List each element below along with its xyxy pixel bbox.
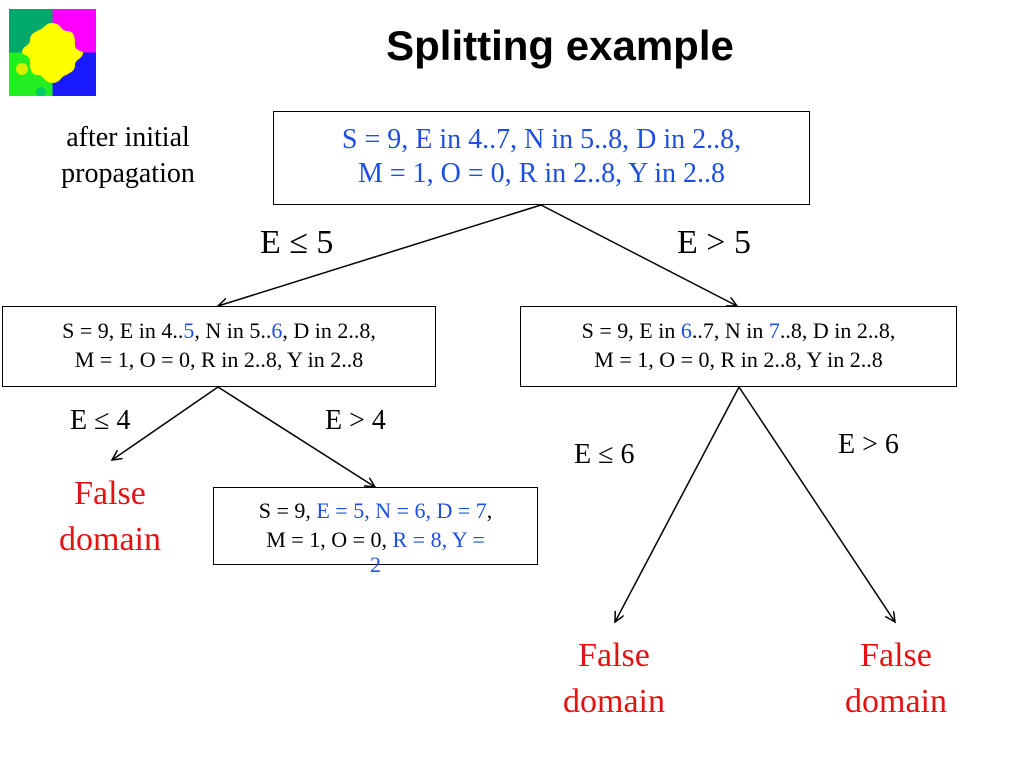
slide-title: Splitting example — [386, 22, 734, 69]
right-node-highlight-n: 7 — [768, 318, 780, 343]
left-node-line2: M = 1, O = 0, R in 2..8, Y in 2..8 — [74, 347, 364, 372]
edge-right-left — [615, 386, 740, 622]
false-domain-line2: domain — [59, 521, 161, 558]
false-domain-line2: domain — [845, 683, 947, 720]
right-node-line2: M = 1, O = 0, R in 2..8, Y in 2..8 — [594, 347, 883, 372]
false-domain-line2: domain — [563, 683, 665, 720]
left-node: S = 9, E in 4..5, N in 5..6, D in 2..8, … — [2, 306, 436, 387]
left-node-highlight-n: 6 — [271, 318, 283, 343]
left-node-text: , N in 5.. — [194, 318, 272, 343]
annotation-line1: after initial — [66, 122, 190, 153]
false-domain-line1: False — [860, 637, 932, 674]
right-node: S = 9, E in 6..7, N in 7..8, D in 2..8, … — [520, 306, 957, 387]
annotation-line2: propagation — [61, 158, 195, 189]
solution-node: S = 9, E = 5, N = 6, D = 7, M = 1, O = 0… — [213, 487, 538, 577]
left-node-line1: S = 9, E in 4..5, N in 5..6, D in 2..8, — [3, 316, 435, 345]
edge-label-root-left: E ≤ 5 — [260, 224, 334, 261]
puzzle-pieces-logo — [9, 9, 96, 96]
edge-label-right-right: E > 6 — [838, 429, 899, 460]
right-node-text: ..8, D in 2..8, — [779, 318, 896, 343]
solution-line3: 2 — [370, 552, 381, 577]
solution-text: , — [486, 498, 493, 523]
solution-line1: S = 9, E = 5, N = 6, D = 7, — [214, 496, 537, 525]
right-node-text: S = 9, E in — [581, 318, 681, 343]
root-node: S = 9, E in 4..7, N in 5..8, D in 2..8, … — [273, 111, 810, 205]
false-domain-left: False domain — [40, 471, 180, 563]
edge-label-left-left: E ≤ 4 — [70, 405, 131, 436]
solution-text: S = 9, — [258, 498, 317, 523]
right-node-highlight-e: 6 — [680, 318, 692, 343]
edge-root-left — [218, 204, 542, 306]
solution-text: M = 1, O = 0, — [266, 527, 393, 552]
false-domain-right: False domain — [826, 633, 966, 725]
edge-left-left — [112, 386, 219, 460]
edge-left-right — [217, 386, 375, 487]
right-node-text: ..7, N in — [691, 318, 769, 343]
root-line2: M = 1, O = 0, R in 2..8, Y in 2..8 — [357, 158, 726, 189]
solution-highlight-ry: R = 8, Y = — [392, 527, 485, 552]
false-domain-line1: False — [74, 475, 146, 512]
edge-label-root-right: E > 5 — [677, 224, 751, 261]
left-node-text: , D in 2..8, — [282, 318, 376, 343]
right-node-line1: S = 9, E in 6..7, N in 7..8, D in 2..8, — [521, 316, 956, 345]
edge-label-left-right: E > 4 — [325, 405, 386, 436]
annotation-after-initial-propagation: after initial propagation — [30, 120, 226, 192]
left-node-highlight-e: 5 — [183, 318, 195, 343]
left-node-text: S = 9, E in 4.. — [62, 318, 184, 343]
root-line1: S = 9, E in 4..7, N in 5..8, D in 2..8, — [341, 124, 742, 155]
edge-label-right-left: E ≤ 6 — [574, 439, 635, 470]
edge-right-right — [738, 386, 895, 622]
false-domain-line1: False — [578, 637, 650, 674]
edge-root-right — [540, 204, 737, 306]
false-domain-middle: False domain — [544, 633, 684, 725]
solution-line2: M = 1, O = 0, R = 8, Y = — [214, 525, 537, 554]
solution-highlight-end: E = 5, N = 6, D = 7 — [316, 498, 487, 523]
